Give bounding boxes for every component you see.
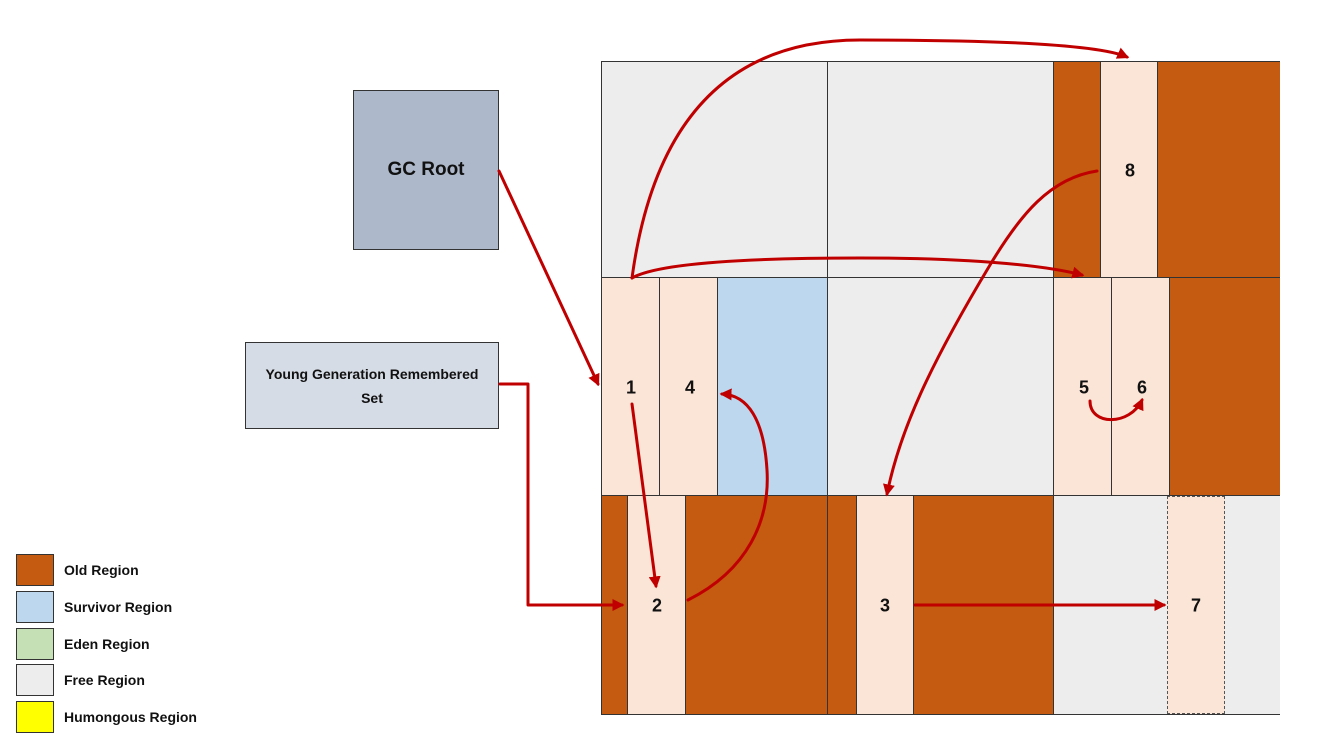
object-6 <box>1112 278 1170 496</box>
object-label-3: 3 <box>879 595 891 616</box>
remembered-set-label: Young Generation Remembered Set <box>265 365 479 406</box>
legend-item-survivor: Survivor Region <box>16 590 172 624</box>
remembered-set-box: Young Generation Remembered Set <box>245 342 499 429</box>
arrow-gc-root-to-1 <box>497 169 600 387</box>
object-label-7: 7 <box>1190 595 1202 616</box>
gc-root-box: GC Root <box>353 90 499 250</box>
arrow-rset-to-2 <box>498 382 625 611</box>
object-label-1: 1 <box>625 377 637 398</box>
legend-item-eden: Eden Region <box>16 627 150 661</box>
object-3 <box>856 496 914 714</box>
free-region <box>828 62 1054 278</box>
legend-item-free: Free Region <box>16 663 145 697</box>
arrow-8-to-3 <box>883 169 1099 497</box>
object-label-6: 6 <box>1136 377 1148 398</box>
legend-swatch-eden <box>16 628 54 660</box>
arrow-1-to-2 <box>630 402 661 589</box>
object-label-5: 5 <box>1078 377 1090 398</box>
legend-swatch-old <box>16 554 54 586</box>
legend-label-eden: Eden Region <box>64 636 150 652</box>
legend-swatch-humongous <box>16 701 54 733</box>
object-4 <box>660 278 718 496</box>
legend-item-old: Old Region <box>16 553 139 587</box>
gc-root-label: GC Root <box>387 159 465 180</box>
legend-label-free: Free Region <box>64 672 145 688</box>
arrow-2-to-4 <box>686 388 769 602</box>
legend-label-humongous: Humongous Region <box>64 709 197 725</box>
object-label-4: 4 <box>684 377 696 398</box>
legend-label-old: Old Region <box>64 562 139 578</box>
object-2 <box>627 496 686 714</box>
free-region <box>602 62 828 278</box>
heap-grid <box>601 61 1280 715</box>
legend-swatch-free <box>16 664 54 696</box>
legend-item-humongous: Humongous Region <box>16 700 197 734</box>
legend-swatch-survivor <box>16 591 54 623</box>
free-region <box>828 278 1054 496</box>
object-7 <box>1167 496 1225 714</box>
old-region <box>1054 62 1280 278</box>
object-1 <box>602 278 660 496</box>
arrow-1-to-5 <box>630 256 1085 280</box>
arrow-5-to-6 <box>1088 397 1144 422</box>
object-label-8: 8 <box>1124 160 1136 181</box>
object-5 <box>1054 278 1112 496</box>
object-8 <box>1100 62 1158 278</box>
legend-label-survivor: Survivor Region <box>64 599 173 615</box>
arrow-1-to-8 <box>630 38 1130 280</box>
object-label-2: 2 <box>651 595 663 616</box>
